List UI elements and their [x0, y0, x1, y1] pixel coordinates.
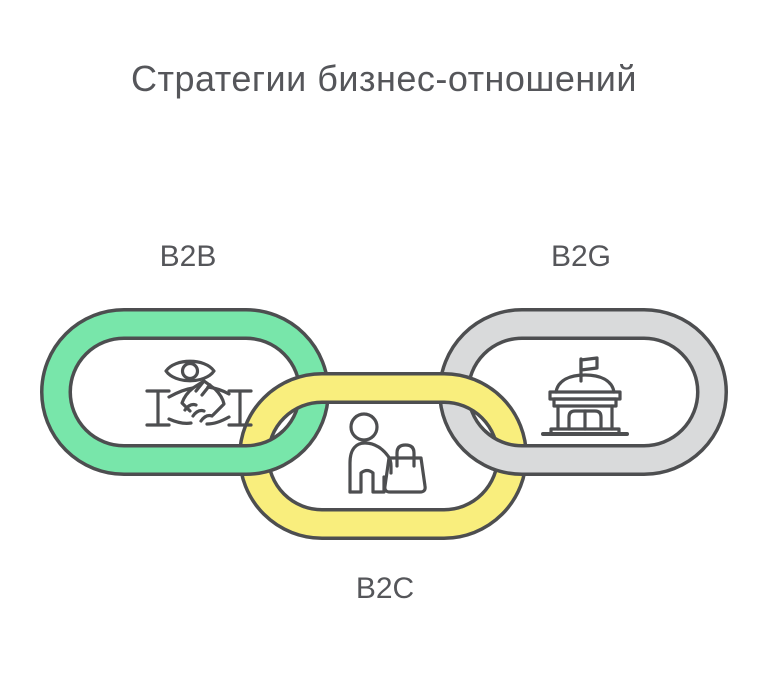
page-title: Стратегии бизнес-отношений: [131, 58, 637, 99]
b2g-label: B2G: [550, 240, 612, 273]
person-shopping-bag-icon: [348, 412, 427, 494]
b2b-label: B2B: [159, 240, 217, 273]
b2c-label: B2C: [355, 572, 415, 605]
government-building-icon: [541, 356, 629, 436]
eye-handshake-icon: [145, 359, 253, 427]
